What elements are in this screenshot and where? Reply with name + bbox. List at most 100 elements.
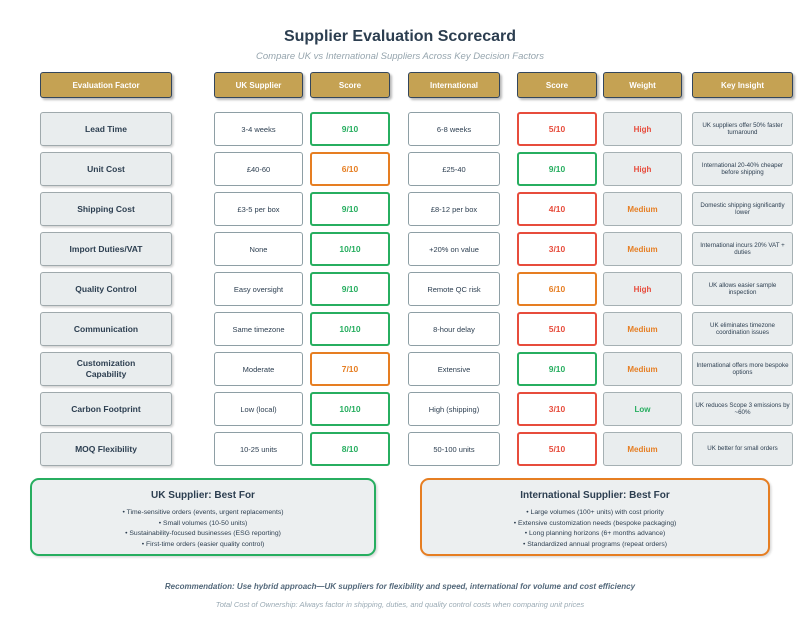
uk-score-cell: 7/10 bbox=[310, 352, 390, 386]
weight-cell: High bbox=[603, 272, 682, 306]
insight-cell: UK suppliers offer 50% faster turnaround bbox=[692, 112, 793, 146]
bullet-item: • Sustainability-focused businesses (ESG… bbox=[125, 530, 281, 538]
uk-score-cell: 9/10 bbox=[310, 272, 390, 306]
intl-score-cell: 3/10 bbox=[517, 392, 597, 426]
uk-score-cell: 8/10 bbox=[310, 432, 390, 466]
table-row: Quality Control Easy oversight 9/10 Remo… bbox=[0, 272, 800, 306]
table-row: Lead Time 3-4 weeks 9/10 6-8 weeks 5/10 … bbox=[0, 112, 800, 146]
factor-cell: Shipping Cost bbox=[40, 192, 172, 226]
factor-label: Quality Control bbox=[75, 283, 137, 294]
table-row: Shipping Cost £3-5 per box 9/10 £8-12 pe… bbox=[0, 192, 800, 226]
uk-value-cell: £3-5 per box bbox=[214, 192, 303, 226]
recommendation-text: Recommendation: Use hybrid approach—UK s… bbox=[164, 582, 636, 591]
intl-score-cell: 3/10 bbox=[517, 232, 597, 266]
factor-label: Lead Time bbox=[85, 123, 127, 134]
intl-value-cell: £8-12 per box bbox=[408, 192, 500, 226]
table-row: MOQ Flexibility 10-25 units 8/10 50-100 … bbox=[0, 432, 800, 466]
page-title: Supplier Evaluation Scorecard bbox=[283, 28, 517, 45]
weight-cell: Medium bbox=[603, 192, 682, 226]
intl-score-cell: 9/10 bbox=[517, 152, 597, 186]
intl-value-cell: 6-8 weeks bbox=[408, 112, 500, 146]
column-header-evaluation-factor: Evaluation Factor bbox=[40, 72, 172, 98]
uk-value-cell: 3-4 weeks bbox=[214, 112, 303, 146]
uk-value-cell: Moderate bbox=[214, 352, 303, 386]
factor-cell: Unit Cost bbox=[40, 152, 172, 186]
factor-cell: Customization Capability bbox=[40, 352, 172, 386]
uk-score-cell: 10/10 bbox=[310, 392, 390, 426]
page-subtitle: Compare UK vs International Suppliers Ac… bbox=[256, 51, 544, 62]
insight-cell: International offers more bespoke option… bbox=[692, 352, 793, 386]
uk-value-cell: £40-60 bbox=[214, 152, 303, 186]
bullet-item: • Standardized annual programs (repeat o… bbox=[522, 540, 668, 548]
intl-score-cell: 5/10 bbox=[517, 112, 597, 146]
total-cost-note: Total Cost of Ownership: Always factor i… bbox=[215, 600, 585, 609]
intl-value-cell: Remote QC risk bbox=[408, 272, 500, 306]
bullet-item: • Long planning horizons (6+ months adva… bbox=[524, 530, 666, 538]
intl-value-cell: Extensive bbox=[408, 352, 500, 386]
insight-cell: UK reduces Scope 3 emissions by ~60% bbox=[692, 392, 793, 426]
weight-cell: Medium bbox=[603, 352, 682, 386]
weight-cell: High bbox=[603, 152, 682, 186]
intl-summary-bullets: • Large volumes (100+ units) with cost p… bbox=[422, 508, 768, 550]
column-header-intl-score: Score bbox=[517, 72, 597, 98]
intl-value-cell: 50-100 units bbox=[408, 432, 500, 466]
summary-section: UK Supplier: Best For • Time-sensitive o… bbox=[0, 478, 800, 556]
bullet-item: • Time-sensitive orders (events, urgent … bbox=[122, 509, 284, 516]
factor-label: Communication bbox=[73, 323, 139, 334]
weight-cell: Medium bbox=[603, 232, 682, 266]
factor-cell: Import Duties/VAT bbox=[40, 232, 172, 266]
insight-cell: UK better for small orders bbox=[692, 432, 793, 466]
uk-score-cell: 10/10 bbox=[310, 232, 390, 266]
factor-cell: MOQ Flexibility bbox=[40, 432, 172, 466]
uk-summary-title: UK Supplier: Best For bbox=[151, 490, 255, 501]
bullet-item: • Small volumes (10-50 units) bbox=[158, 519, 248, 527]
uk-score-cell: 6/10 bbox=[310, 152, 390, 186]
insight-cell: Domestic shipping significantly lower bbox=[692, 192, 793, 226]
uk-value-cell: Easy oversight bbox=[214, 272, 303, 306]
bullet-item: • First-time orders (easier quality cont… bbox=[141, 540, 265, 548]
weight-cell: Low bbox=[603, 392, 682, 426]
column-header-uk-score: Score bbox=[310, 72, 390, 98]
column-header-key-insight: Key Insight bbox=[692, 72, 793, 98]
factor-label: Shipping Cost bbox=[77, 203, 135, 214]
intl-score-cell: 4/10 bbox=[517, 192, 597, 226]
table-row: Import Duties/VAT None 10/10 +20% on val… bbox=[0, 232, 800, 266]
column-header-international: International bbox=[408, 72, 500, 98]
intl-value-cell: +20% on value bbox=[408, 232, 500, 266]
uk-value-cell: Same timezone bbox=[214, 312, 303, 346]
table-header-row: Evaluation Factor UK Supplier Score Inte… bbox=[0, 72, 800, 98]
intl-summary-box: International Supplier: Best For • Large… bbox=[420, 478, 770, 556]
factor-cell: Quality Control bbox=[40, 272, 172, 306]
intl-value-cell: 8-hour delay bbox=[408, 312, 500, 346]
insight-cell: International 20-40% cheaper before ship… bbox=[692, 152, 793, 186]
factor-label: Import Duties/VAT bbox=[69, 243, 143, 254]
intl-score-cell: 9/10 bbox=[517, 352, 597, 386]
weight-cell: Medium bbox=[603, 432, 682, 466]
intl-value-cell: High (shipping) bbox=[408, 392, 500, 426]
table-row: Customization Capability Moderate 7/10 E… bbox=[0, 352, 800, 386]
intl-value-cell: £25-40 bbox=[408, 152, 500, 186]
intl-summary-title: International Supplier: Best For bbox=[520, 490, 670, 501]
uk-summary-box: UK Supplier: Best For • Time-sensitive o… bbox=[30, 478, 376, 556]
factor-cell: Communication bbox=[40, 312, 172, 346]
weight-cell: High bbox=[603, 112, 682, 146]
insight-cell: International incurs 20% VAT + duties bbox=[692, 232, 793, 266]
table-row: Carbon Footprint Low (local) 10/10 High … bbox=[0, 392, 800, 426]
uk-score-cell: 9/10 bbox=[310, 112, 390, 146]
factor-label: Carbon Footprint bbox=[71, 403, 141, 414]
intl-score-cell: 5/10 bbox=[517, 312, 597, 346]
insight-cell: UK eliminates timezone coordination issu… bbox=[692, 312, 793, 346]
uk-value-cell: 10-25 units bbox=[214, 432, 303, 466]
uk-score-cell: 10/10 bbox=[310, 312, 390, 346]
insight-cell: UK allows easier sample inspection bbox=[692, 272, 793, 306]
table-row: Communication Same timezone 10/10 8-hour… bbox=[0, 312, 800, 346]
bullet-item: • Extensive customization needs (bespoke… bbox=[513, 519, 677, 527]
uk-summary-bullets: • Time-sensitive orders (events, urgent … bbox=[32, 508, 374, 550]
uk-value-cell: None bbox=[214, 232, 303, 266]
factor-cell: Carbon Footprint bbox=[40, 392, 172, 426]
table-row: Unit Cost £40-60 6/10 £25-40 9/10 High I… bbox=[0, 152, 800, 186]
factor-label: MOQ Flexibility bbox=[75, 443, 137, 454]
factor-label: Unit Cost bbox=[87, 163, 125, 174]
factor-cell: Lead Time bbox=[40, 112, 172, 146]
